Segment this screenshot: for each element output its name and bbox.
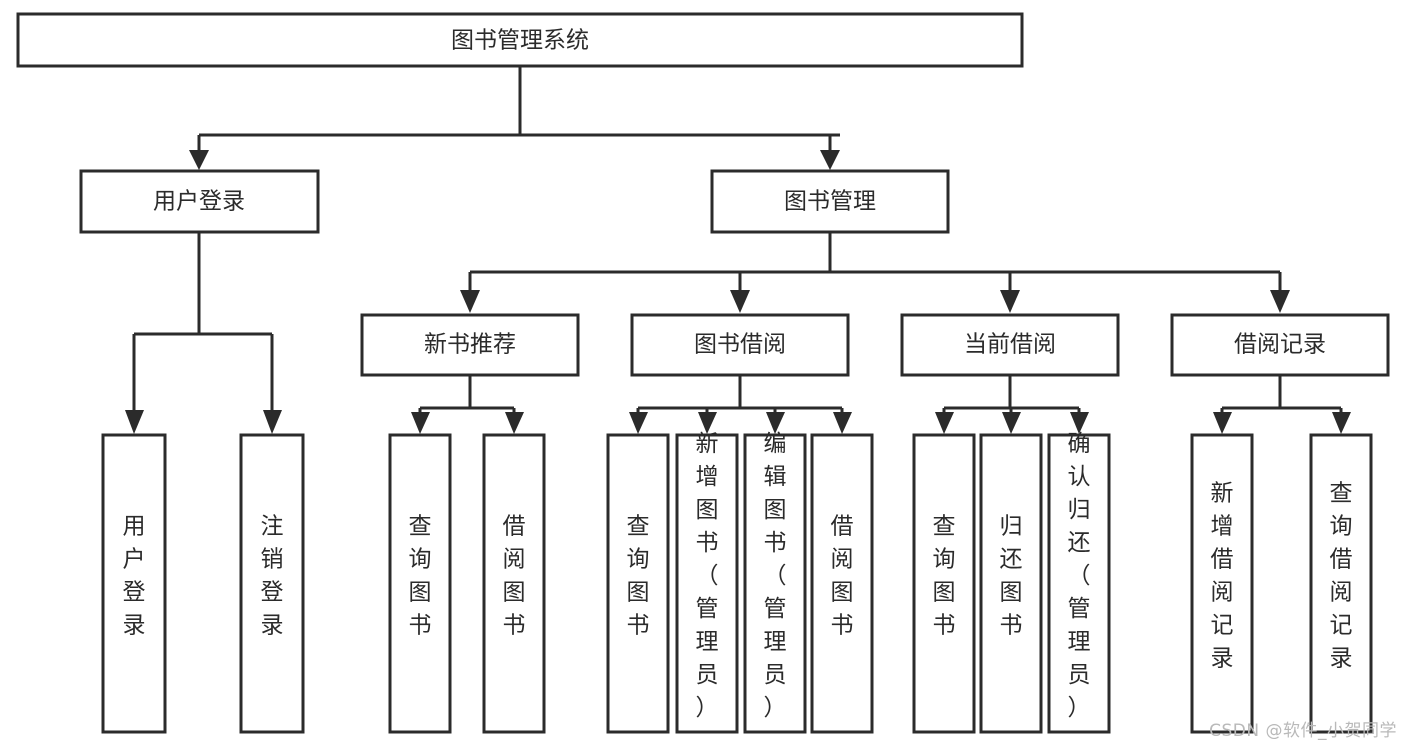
arrow-head-icon xyxy=(263,410,282,434)
node-bookmgmt[interactable]: 图书管理 xyxy=(710,169,950,234)
node-box xyxy=(239,433,305,734)
arrow-head-icon xyxy=(766,412,785,434)
node-box xyxy=(743,433,807,734)
arrow-head-icon xyxy=(125,410,144,434)
node-leaf-5[interactable]: 查询图书 xyxy=(606,433,670,734)
node-label-bookmgmt: 图书管理 xyxy=(784,189,876,215)
arrow-head-icon xyxy=(833,412,852,434)
node-label-leaf-7: 编辑图书（管理员） xyxy=(764,431,787,721)
connector-login-to-leaves xyxy=(125,232,282,434)
node-box xyxy=(1309,433,1373,734)
arrow-head-icon xyxy=(1002,412,1021,434)
arrow-head-icon xyxy=(505,412,524,434)
node-label-leaf-1: 用户登录 xyxy=(123,514,146,639)
arrow-head-icon xyxy=(1332,412,1351,434)
node-label-leaf-8: 借阅图书 xyxy=(831,514,854,639)
node-newbook[interactable]: 新书推荐 xyxy=(360,313,580,377)
node-box xyxy=(388,433,452,734)
arrow-head-icon xyxy=(189,150,209,170)
node-box xyxy=(1047,433,1111,734)
node-leaf-3[interactable]: 查询图书 xyxy=(388,433,452,734)
node-leaf-9[interactable]: 查询图书 xyxy=(912,433,976,734)
node-login[interactable]: 用户登录 xyxy=(79,169,320,234)
arrow-head-icon xyxy=(698,412,717,434)
node-box xyxy=(79,169,320,234)
connector-borrow-to-leaves xyxy=(629,375,852,434)
node-label-borrow: 图书借阅 xyxy=(694,332,786,358)
node-leaf-10[interactable]: 归还图书 xyxy=(979,433,1043,734)
node-box xyxy=(912,433,976,734)
node-label-leaf-12: 新增借阅记录 xyxy=(1211,481,1234,672)
node-label-leaf-9: 查询图书 xyxy=(933,514,956,639)
node-box xyxy=(1190,433,1254,734)
node-leaf-2[interactable]: 注销登录 xyxy=(239,433,305,734)
node-label-records: 借阅记录 xyxy=(1234,332,1326,358)
arrow-head-icon xyxy=(1213,412,1232,434)
node-label-leaf-10: 归还图书 xyxy=(1000,514,1023,639)
node-box xyxy=(710,169,950,234)
connector-bookmgmt-to-level3 xyxy=(460,232,1290,313)
arrow-head-icon xyxy=(1000,290,1020,313)
node-box xyxy=(810,433,874,734)
node-label-newbook: 新书推荐 xyxy=(424,332,516,358)
arrow-head-icon xyxy=(411,412,430,434)
node-label-root: 图书管理系统 xyxy=(451,28,589,54)
node-box xyxy=(1170,313,1390,377)
node-label-leaf-2: 注销登录 xyxy=(261,514,284,639)
node-leaf-6[interactable]: 新增图书（管理员） xyxy=(675,431,739,734)
node-label-login: 用户登录 xyxy=(153,189,245,215)
node-leaf-4[interactable]: 借阅图书 xyxy=(482,433,546,734)
arrow-head-icon xyxy=(460,290,480,313)
node-leaf-12[interactable]: 新增借阅记录 xyxy=(1190,433,1254,734)
node-leaf-13[interactable]: 查询借阅记录 xyxy=(1309,433,1373,734)
arrow-head-icon xyxy=(1270,290,1290,313)
node-label-leaf-11: 确认归还（管理员） xyxy=(1068,431,1091,721)
node-label-leaf-4: 借阅图书 xyxy=(503,514,526,639)
connector-root-to-level2 xyxy=(189,66,840,170)
node-box xyxy=(360,313,580,377)
node-root[interactable]: 图书管理系统 xyxy=(16,12,1024,68)
node-leaf-8[interactable]: 借阅图书 xyxy=(810,433,874,734)
node-label-leaf-6: 新增图书（管理员） xyxy=(696,431,719,721)
connector-current-to-leaves xyxy=(935,375,1089,434)
connector-records-to-leaves xyxy=(1213,375,1351,434)
node-box xyxy=(101,433,167,734)
node-box xyxy=(979,433,1043,734)
node-borrow[interactable]: 图书借阅 xyxy=(630,313,850,377)
node-leaf-11[interactable]: 确认归还（管理员） xyxy=(1047,431,1111,734)
node-label-leaf-3: 查询图书 xyxy=(409,514,432,639)
node-label-leaf-13: 查询借阅记录 xyxy=(1330,481,1353,672)
node-leaf-1[interactable]: 用户登录 xyxy=(101,433,167,734)
node-box xyxy=(675,433,739,734)
node-current[interactable]: 当前借阅 xyxy=(900,313,1120,377)
node-box xyxy=(900,313,1120,377)
node-leaf-7[interactable]: 编辑图书（管理员） xyxy=(743,431,807,734)
arrow-head-icon xyxy=(820,150,840,170)
node-box xyxy=(16,12,1024,68)
arrow-head-icon xyxy=(629,412,648,434)
node-records[interactable]: 借阅记录 xyxy=(1170,313,1390,377)
node-box xyxy=(482,433,546,734)
node-label-leaf-5: 查询图书 xyxy=(627,514,650,639)
arrow-head-icon xyxy=(730,290,750,313)
node-label-current: 当前借阅 xyxy=(964,332,1056,358)
connector-newbook-to-leaves xyxy=(411,375,524,434)
node-box xyxy=(630,313,850,377)
arrow-head-icon xyxy=(935,412,954,434)
arrow-head-icon xyxy=(1070,412,1089,434)
node-box xyxy=(606,433,670,734)
